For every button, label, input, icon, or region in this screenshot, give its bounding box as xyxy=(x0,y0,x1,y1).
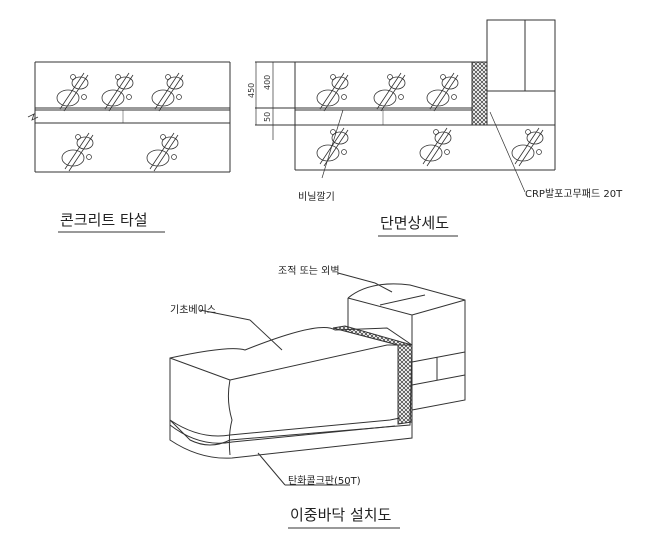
label-base: 기초베이스 xyxy=(170,304,216,316)
title-double-floor: 이중바닥 설치도 xyxy=(290,506,392,524)
dim-400: 400 xyxy=(263,75,272,90)
label-cork: 탄화콜크판(50T) xyxy=(288,475,361,487)
label-vinyl: 비닐깔기 xyxy=(298,191,335,203)
label-wall: 조적 또는 외벽 xyxy=(278,265,340,277)
dim-50: 50 xyxy=(263,112,272,122)
concrete-pour-section xyxy=(27,61,231,173)
title-concrete-pour: 콘크리트 타설 xyxy=(60,211,148,229)
section-detail xyxy=(255,19,556,193)
double-floor-isometric xyxy=(169,272,466,486)
title-section-detail: 단면상세도 xyxy=(380,214,449,232)
dim-450: 450 xyxy=(247,83,256,98)
label-crp-pad: CRP발포고무패드 20T xyxy=(525,188,623,200)
